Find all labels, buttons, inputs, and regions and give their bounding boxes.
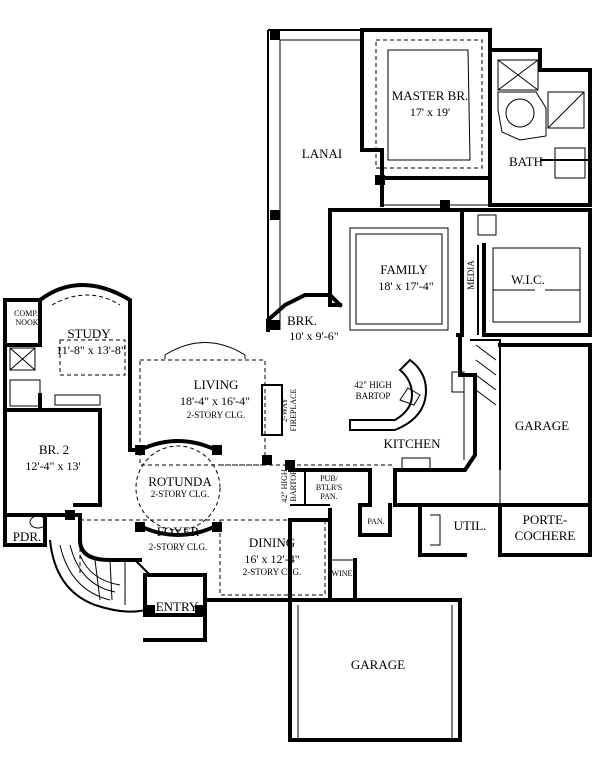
- comp-nook-line1: COMP.: [14, 309, 38, 318]
- util-label: UTIL.: [454, 518, 487, 533]
- fireplace-line1: 2-WAY: [280, 398, 289, 422]
- garage-bottom-label: GARAGE: [351, 657, 405, 672]
- master-br-label: MASTER BR.: [392, 88, 469, 103]
- porte-line2: COCHERE: [515, 528, 576, 543]
- pdr-label: PDR.: [13, 529, 42, 544]
- pub-line2: BTLR'S: [316, 483, 342, 492]
- bath-label: BATH: [509, 154, 543, 169]
- rotunda-label: ROTUNDA: [148, 474, 212, 489]
- living-note: 2-STORY CLG.: [187, 410, 246, 420]
- foyer-label: FOYER: [157, 524, 200, 539]
- dining-label: DINING: [249, 535, 295, 550]
- foyer-note: 2-STORY CLG.: [149, 542, 208, 552]
- porte-line1: PORTE-: [523, 512, 568, 527]
- fireplace-line2: FIREPLACE: [289, 389, 298, 432]
- bartop2-line1: 42" HIGH: [280, 469, 289, 502]
- brk-label: BRK.: [287, 313, 317, 328]
- pan-label: PAN.: [367, 517, 384, 526]
- family-label: FAMILY: [380, 262, 428, 277]
- dining-dim: 16' x 12'-4": [244, 552, 299, 566]
- br2-label: BR. 2: [39, 442, 69, 457]
- kitchen-label: KITCHEN: [383, 436, 441, 451]
- living-label: LIVING: [194, 377, 239, 392]
- bartop2-line2: BARTOP: [289, 470, 298, 501]
- wic-label: W.I.C.: [511, 272, 545, 287]
- pub-line3: PAN.: [320, 492, 337, 501]
- media-label: MEDIA: [466, 260, 476, 290]
- bartop-line1: 42" HIGH: [354, 380, 392, 390]
- dining-note: 2-STORY CLG.: [243, 567, 302, 577]
- living-dim: 18'-4" x 16'-4": [180, 394, 250, 408]
- study-dim: 11'-8" x 13'-8": [56, 343, 126, 357]
- columns: [65, 30, 450, 615]
- comp-nook-line2: NOOK: [15, 318, 38, 327]
- br2-dim: 12'-4" x 13': [25, 459, 80, 473]
- walls: [3, 28, 592, 742]
- entry-label: ENTRY: [156, 599, 199, 614]
- master-br-dim: 17' x 19': [410, 105, 450, 119]
- study-label: STUDY: [67, 326, 111, 341]
- lanai-label: LANAI: [302, 146, 342, 161]
- wine-label: WINE: [332, 569, 353, 578]
- room-labels: MASTER BR. 17' x 19' BATH LANAI FAMILY 1…: [13, 88, 576, 672]
- bartop-line2: BARTOP: [356, 391, 391, 401]
- pub-line1: PUB/: [320, 474, 339, 483]
- family-dim: 18' x 17'-4": [378, 279, 433, 293]
- brk-dim: 10' x 9'-6": [289, 329, 338, 343]
- rotunda-note: 2-STORY CLG.: [151, 489, 210, 499]
- garage-right-label: GARAGE: [515, 418, 569, 433]
